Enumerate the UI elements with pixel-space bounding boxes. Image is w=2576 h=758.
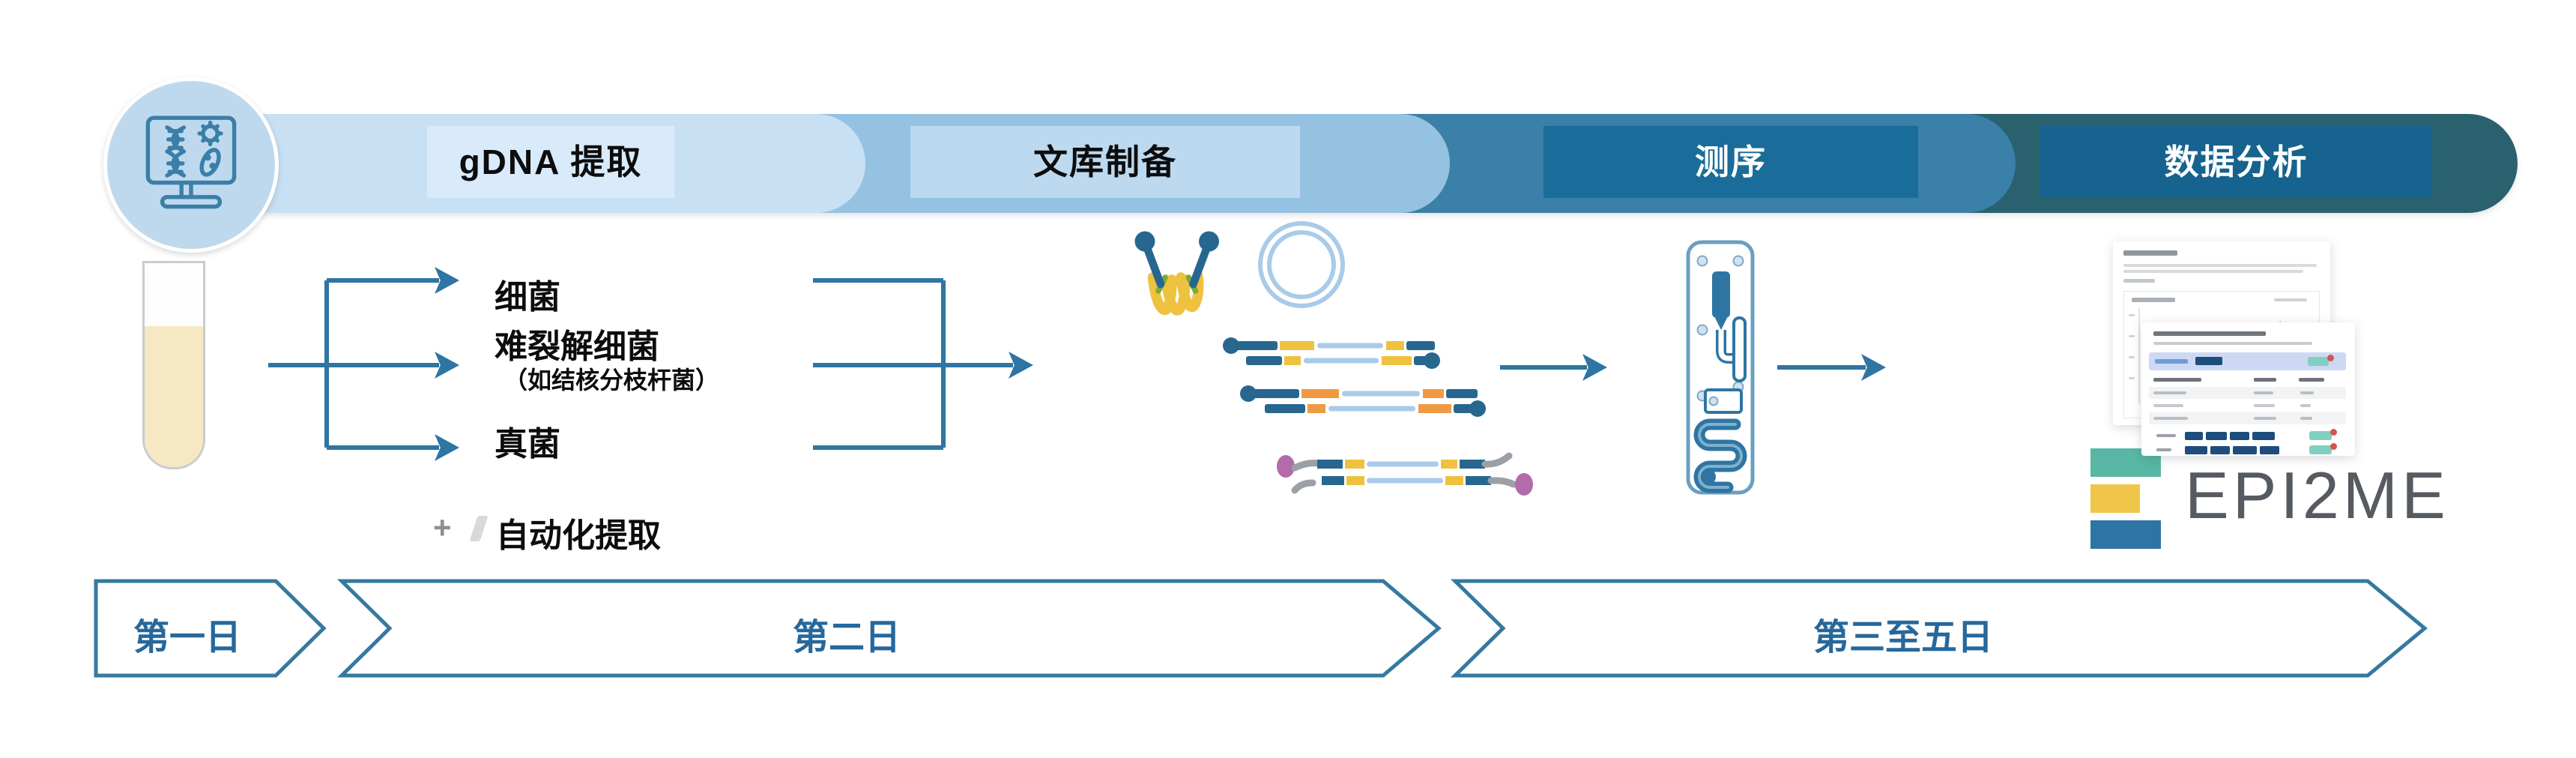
cell-bar <box>2300 404 2311 407</box>
epi2me-logo-bar-blue <box>2090 520 2161 549</box>
axis-tick <box>2129 356 2135 358</box>
alert-dot <box>2327 355 2334 361</box>
epi2me-logo-text: EPI2ME <box>2185 458 2449 532</box>
navy-chip <box>2230 432 2249 440</box>
barcode-row <box>2149 443 2346 457</box>
table-header-bar <box>2153 378 2201 382</box>
highlighted-result-row <box>2149 352 2346 370</box>
plasmid-icon <box>1253 216 1350 317</box>
axis-tick <box>2129 377 2135 379</box>
navy-chip <box>2185 446 2207 454</box>
barcoded-dna-yellow-icon <box>1223 336 1440 374</box>
report-card-front <box>2141 322 2355 456</box>
table-row <box>2149 387 2346 399</box>
teal-badge <box>2309 431 2332 440</box>
cell-bar <box>2254 391 2273 394</box>
alert-dot <box>2330 429 2337 436</box>
alert-dot <box>2330 443 2337 450</box>
timeline-label-day3to5: 第三至五日 <box>1812 618 1993 658</box>
cell-bar <box>2300 417 2312 420</box>
computer-dna-icon <box>131 103 251 227</box>
chart-title-bar <box>2132 298 2175 302</box>
teal-badge <box>2308 357 2329 366</box>
stage-label-library-prep: 文库制备 <box>910 126 1300 198</box>
report-text-line <box>2123 270 2303 273</box>
sample-tube-icon <box>142 261 205 469</box>
cell-bar <box>2153 417 2188 420</box>
branch-note-mtb: （如结核分枝杆菌） <box>504 367 720 394</box>
chart-legend-bar <box>2274 298 2307 301</box>
epi2me-logo-bar-yellow <box>2090 484 2140 513</box>
stage-label-data-analysis: 数据分析 <box>2040 126 2432 198</box>
navy-chip <box>2233 446 2257 454</box>
report-title-bar <box>2123 250 2177 256</box>
report-text-line <box>2123 279 2155 283</box>
branch-label-fungi: 真菌 <box>495 426 560 463</box>
branch-label-hard-to-lyse: 难裂解细菌 <box>495 328 659 365</box>
timeline-label-day1: 第一日 <box>133 618 241 658</box>
timeline-banner-day1 <box>94 579 327 678</box>
sample-liquid <box>145 326 203 467</box>
table-row <box>2149 400 2346 412</box>
row-label-bar <box>2156 448 2171 451</box>
timeline-label-day2: 第二日 <box>792 618 901 658</box>
teal-badge <box>2309 445 2332 454</box>
link-text-bar <box>2155 359 2188 364</box>
axis-tick <box>2129 314 2135 316</box>
navy-chip <box>2260 446 2279 454</box>
navy-chip <box>2210 446 2230 454</box>
row-label-bar <box>2156 434 2176 437</box>
report-title-bar <box>2153 331 2266 336</box>
flow-cell-icon <box>1686 240 1755 499</box>
barcoded-dna-orange-icon <box>1240 384 1487 422</box>
navy-chip <box>2206 432 2227 440</box>
automation-plus: + <box>433 510 452 545</box>
axis-tick <box>2129 335 2135 337</box>
cell-bar <box>2254 404 2275 407</box>
navy-chip <box>2195 357 2222 365</box>
stage-label-sequencing: 测序 <box>1544 126 1918 198</box>
automation-label: 自动化提取 <box>496 517 661 554</box>
start-badge <box>103 77 279 253</box>
branch-label-bacteria: 细菌 <box>495 279 560 316</box>
timeline-banners <box>94 579 2428 678</box>
cell-bar <box>2153 391 2186 394</box>
automation-icon-fragment <box>469 516 489 541</box>
navy-chip <box>2185 432 2203 440</box>
cell-bar <box>2153 404 2183 407</box>
report-text-line <box>2123 264 2317 267</box>
cell-bar <box>2300 391 2314 394</box>
sequencing-ready-dna-icon <box>1274 451 1551 500</box>
cell-bar <box>2254 417 2276 420</box>
table-header-bar <box>2254 378 2276 382</box>
stage-label-gdna-extraction: gDNA 提取 <box>427 126 674 198</box>
table-row <box>2149 412 2346 424</box>
table-header-bar <box>2299 378 2324 382</box>
barcode-row <box>2149 429 2346 442</box>
adapter-cluster-icon <box>1120 223 1233 340</box>
report-subtitle-bar <box>2153 342 2312 345</box>
timeline-banner-day2 <box>336 579 1442 678</box>
navy-chip <box>2252 432 2275 440</box>
timeline-banner-day3to5 <box>1450 579 2428 678</box>
